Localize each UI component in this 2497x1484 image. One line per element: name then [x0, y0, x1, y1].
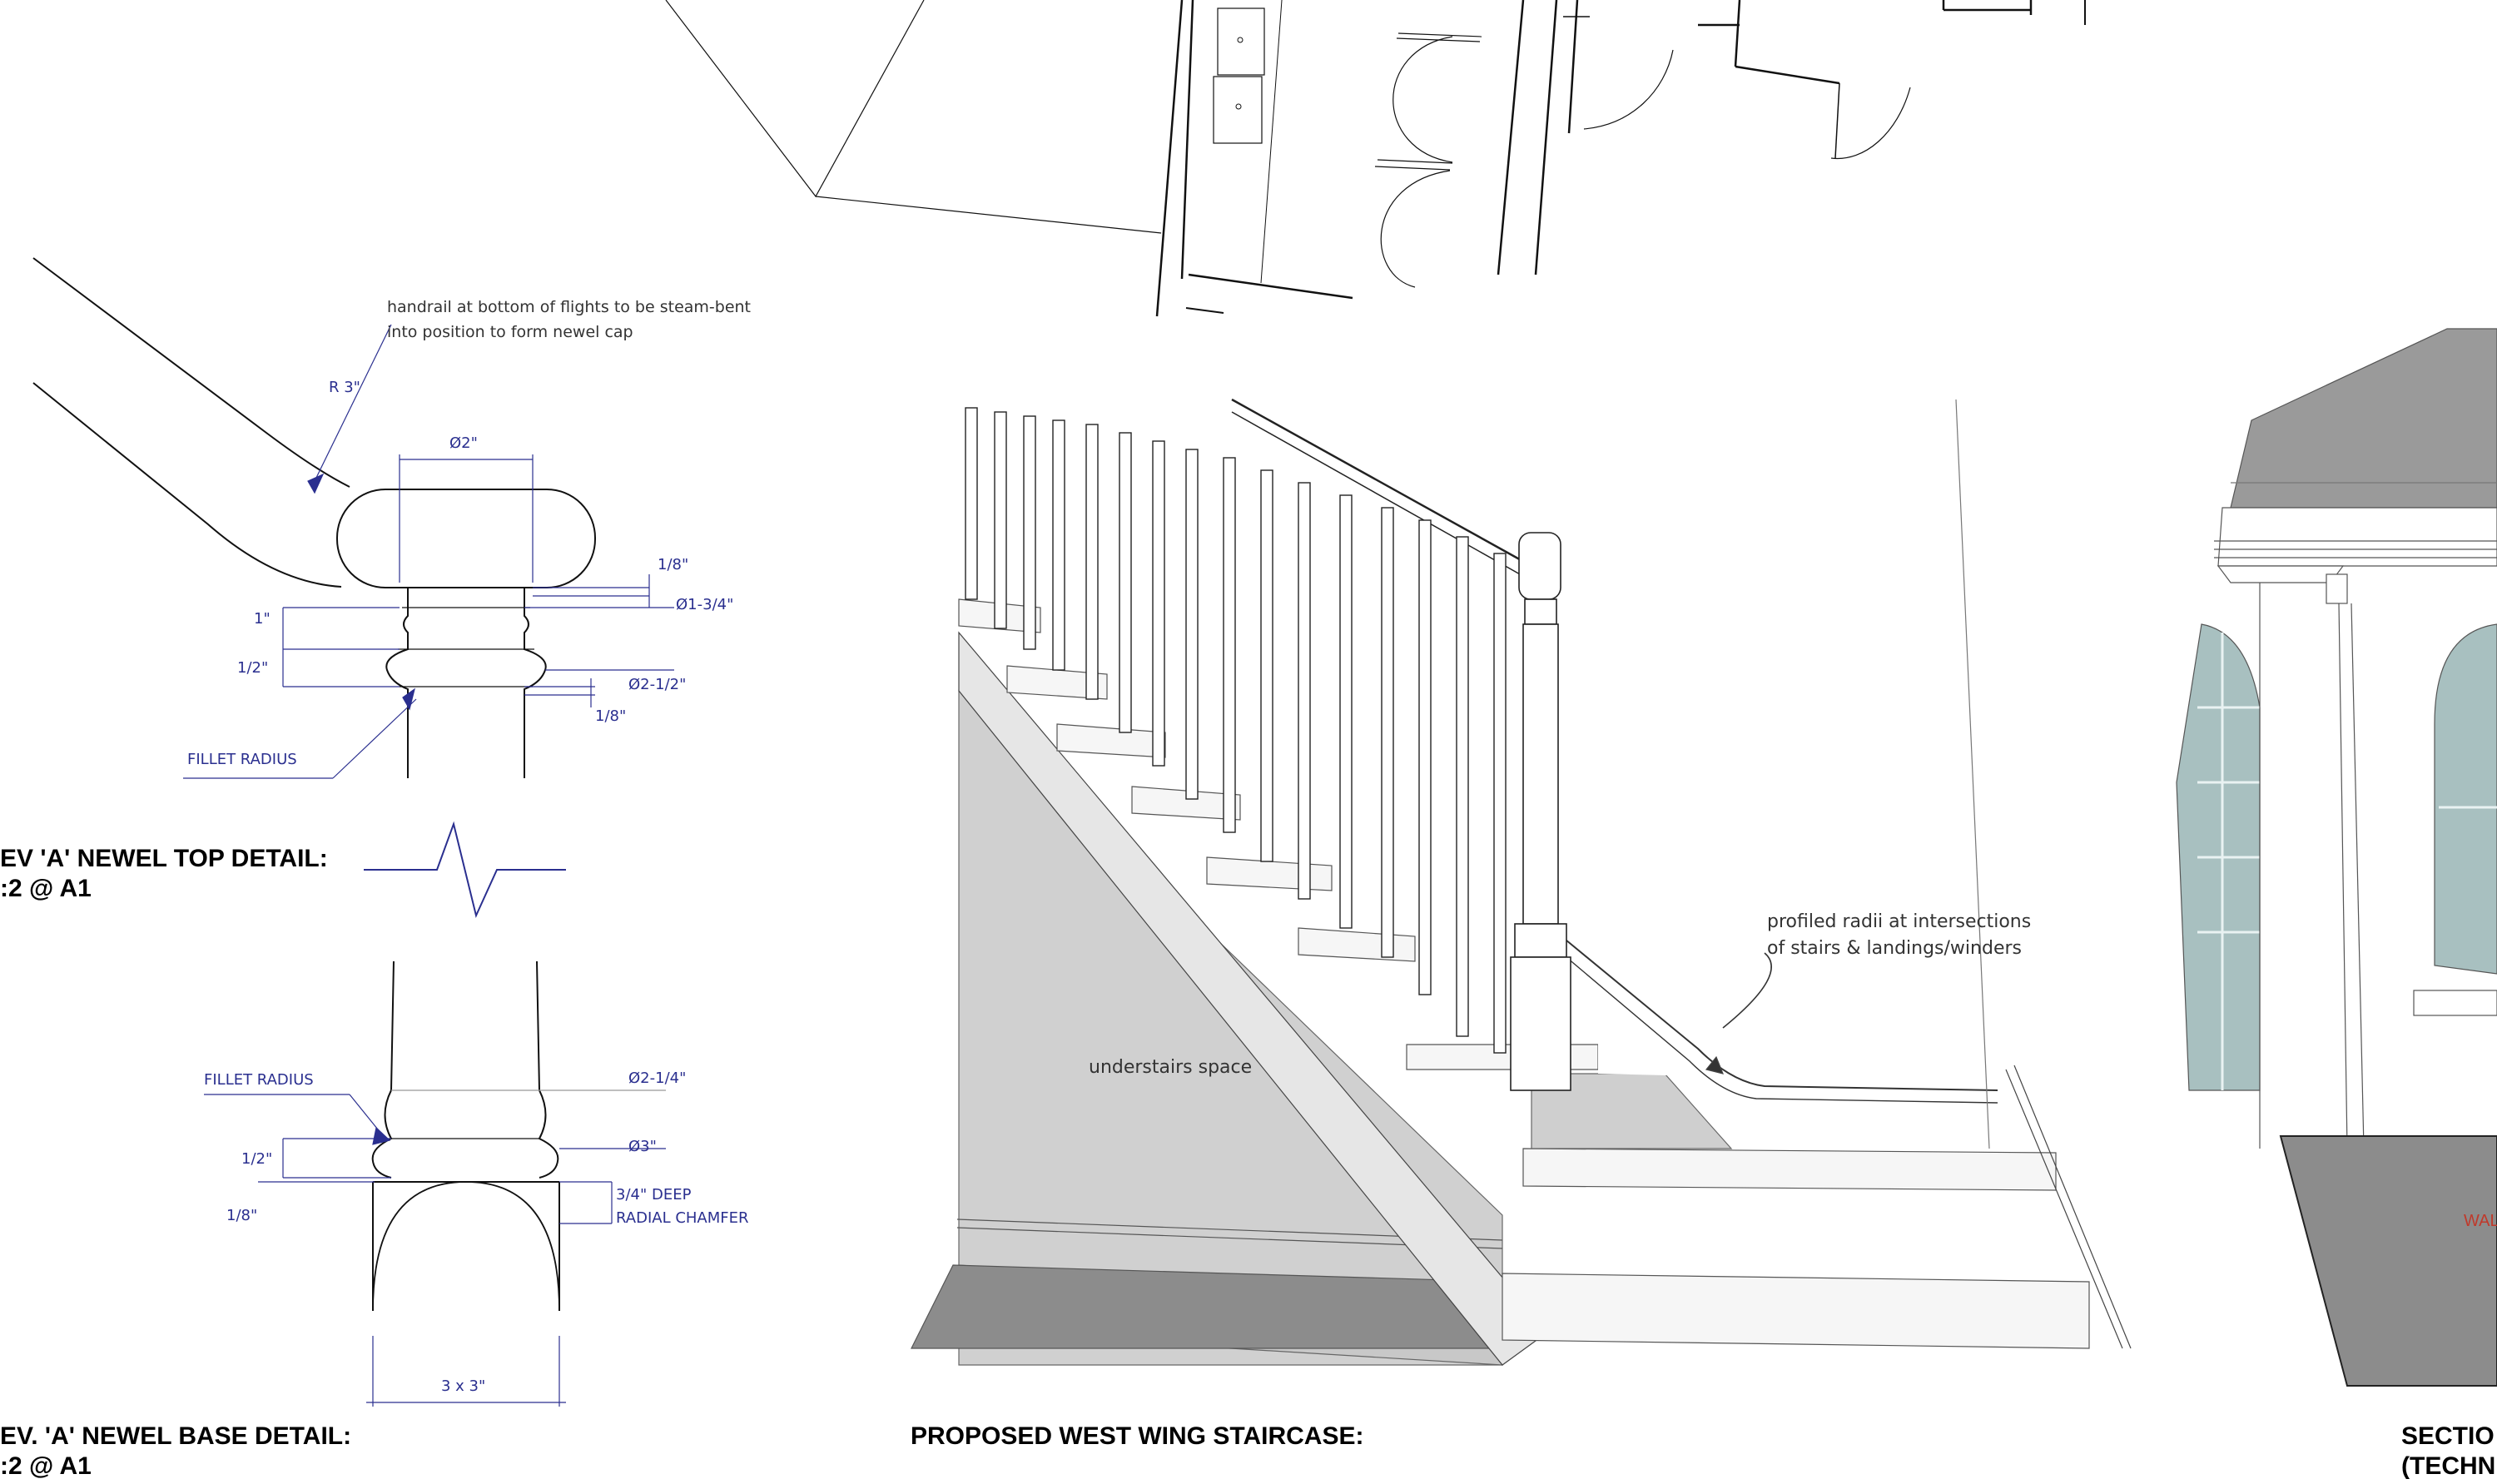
top-detail-scale: :2 @ A1	[0, 875, 92, 902]
chamfer-label-line2: RADIAL CHAMFER	[616, 1209, 749, 1227]
staircase-drawing	[911, 398, 2132, 1366]
dim-cap-diameter: Ø2"	[449, 434, 478, 452]
fillet-radius-label-top: FILLET RADIUS	[187, 751, 297, 768]
staircase-title: PROPOSED WEST WING STAIRCASE:	[911, 1422, 1364, 1450]
wall-label: WAL	[2464, 1212, 2497, 1230]
base-detail-scale: :2 @ A1	[0, 1452, 92, 1480]
handrail-note-line2: into position to form newel cap	[387, 323, 633, 341]
dim-half-inch-top: 1/2"	[237, 659, 269, 677]
floor-plan-fragment	[665, 0, 2086, 317]
newel-top-detail	[32, 257, 596, 778]
dim-shaft-diameter: Ø2-1/4"	[628, 1070, 687, 1087]
section-title-line2: (TECHN	[2401, 1452, 2496, 1480]
profiled-radii-note-line1: profiled radii at intersections	[1767, 911, 2032, 932]
dim-half-inch-base: 1/2"	[241, 1150, 273, 1168]
building-section	[2176, 328, 2497, 1387]
dim-eighth-bottom: 1/8"	[595, 707, 627, 725]
dim-base-size: 3 x 3"	[441, 1377, 486, 1395]
dim-one-inch: 1"	[254, 610, 271, 628]
dim-eighth-base: 1/8"	[226, 1207, 258, 1224]
newel-base-detail	[371, 960, 560, 1312]
chamfer-label-line1: 3/4" DEEP	[616, 1186, 692, 1204]
dim-eighth-top: 1/8"	[658, 556, 689, 573]
section-title-line1: SECTIO	[2401, 1422, 2495, 1450]
dim-bead-diameter-top: Ø2-1/2"	[628, 676, 687, 693]
handrail-note-line1: handrail at bottom of flights to be stea…	[387, 298, 752, 316]
newel-top-dimension-lines	[183, 324, 674, 919]
profiled-radii-note-line2: of stairs & landings/winders	[1767, 938, 2022, 959]
newel-base-dimension-lines	[204, 1089, 666, 1407]
dim-radius: R 3"	[329, 379, 360, 396]
dim-bead-diameter-base: Ø3"	[628, 1138, 657, 1155]
understairs-space-label: understairs space	[1089, 1057, 1253, 1078]
fillet-radius-label-base: FILLET RADIUS	[204, 1071, 314, 1089]
dim-collar-diameter: Ø1-3/4"	[676, 596, 734, 613]
top-detail-title: EV 'A' NEWEL TOP DETAIL:	[0, 845, 328, 872]
base-detail-title: EV. 'A' NEWEL BASE DETAIL:	[0, 1422, 352, 1450]
